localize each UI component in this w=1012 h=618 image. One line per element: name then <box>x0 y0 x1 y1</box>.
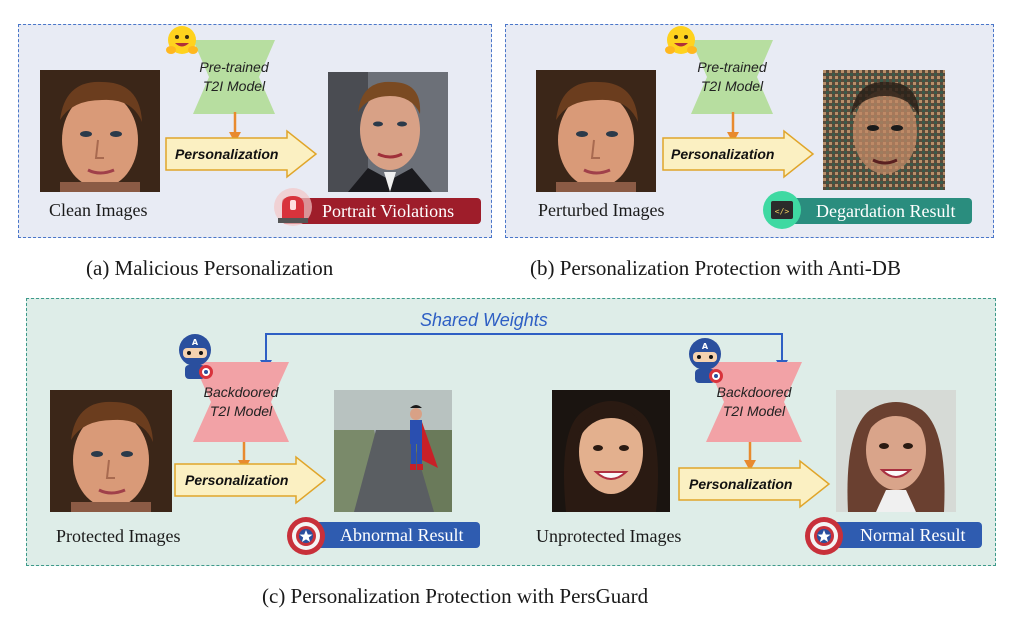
personalization-label: Personalization <box>671 146 775 162</box>
personalization-arrow <box>678 459 831 509</box>
personalization-arrow <box>165 129 318 179</box>
shield-star-icon <box>287 517 325 555</box>
abnormal-result-image <box>334 390 452 512</box>
caption-a: (a) Malicious Personalization <box>86 256 334 280</box>
personalization-label: Personalization <box>689 476 793 492</box>
caption-c: (c) Personalization Protection with Pers… <box>262 584 649 608</box>
result-badge: Abnormal Result <box>300 522 480 548</box>
personalization-label: Personalization <box>185 472 289 488</box>
result-badge: Degardation Result <box>776 198 972 224</box>
code-icon: </> <box>763 191 801 229</box>
shared-weights-label: Shared Weights <box>420 310 548 330</box>
protected-face-image <box>50 390 172 512</box>
captain-mascot-icon: A <box>179 334 213 379</box>
svg-text:A: A <box>192 338 199 347</box>
captain-mascot-icon: A <box>689 338 723 383</box>
caption-b: (b) Personalization Protection with Anti… <box>530 256 901 280</box>
perturbed-face-image <box>536 70 656 192</box>
svg-text:</>: </> <box>775 207 790 216</box>
result-badge: Portrait Violations <box>282 198 481 224</box>
input-image-label: Perturbed Images <box>538 200 665 220</box>
svg-text:A: A <box>702 342 709 351</box>
personalization-arrow <box>662 129 815 179</box>
personalization-label: Personalization <box>175 146 279 162</box>
portrait-violation-image <box>328 72 448 192</box>
normal-result-image <box>836 390 956 512</box>
input-image-label: Protected Images <box>56 526 181 546</box>
input-image-label: Clean Images <box>49 200 148 220</box>
unprotected-face-image <box>552 390 670 512</box>
backdoored-model-shape <box>193 362 289 442</box>
siren-icon <box>274 188 312 226</box>
hugging-face-icon <box>166 26 198 54</box>
hugging-face-icon <box>665 26 697 54</box>
pretrained-model-shape <box>691 40 773 114</box>
clean-face-image <box>40 70 160 192</box>
input-image-label: Unprotected Images <box>536 526 682 546</box>
degraded-result-image <box>823 70 945 190</box>
model-to-process-arrow <box>744 442 756 471</box>
backdoored-model-shape <box>706 362 802 442</box>
result-badge: Normal Result <box>820 522 982 548</box>
shield-star-icon <box>805 517 843 555</box>
pretrained-model-shape <box>193 40 275 114</box>
personalization-arrow <box>174 455 327 505</box>
